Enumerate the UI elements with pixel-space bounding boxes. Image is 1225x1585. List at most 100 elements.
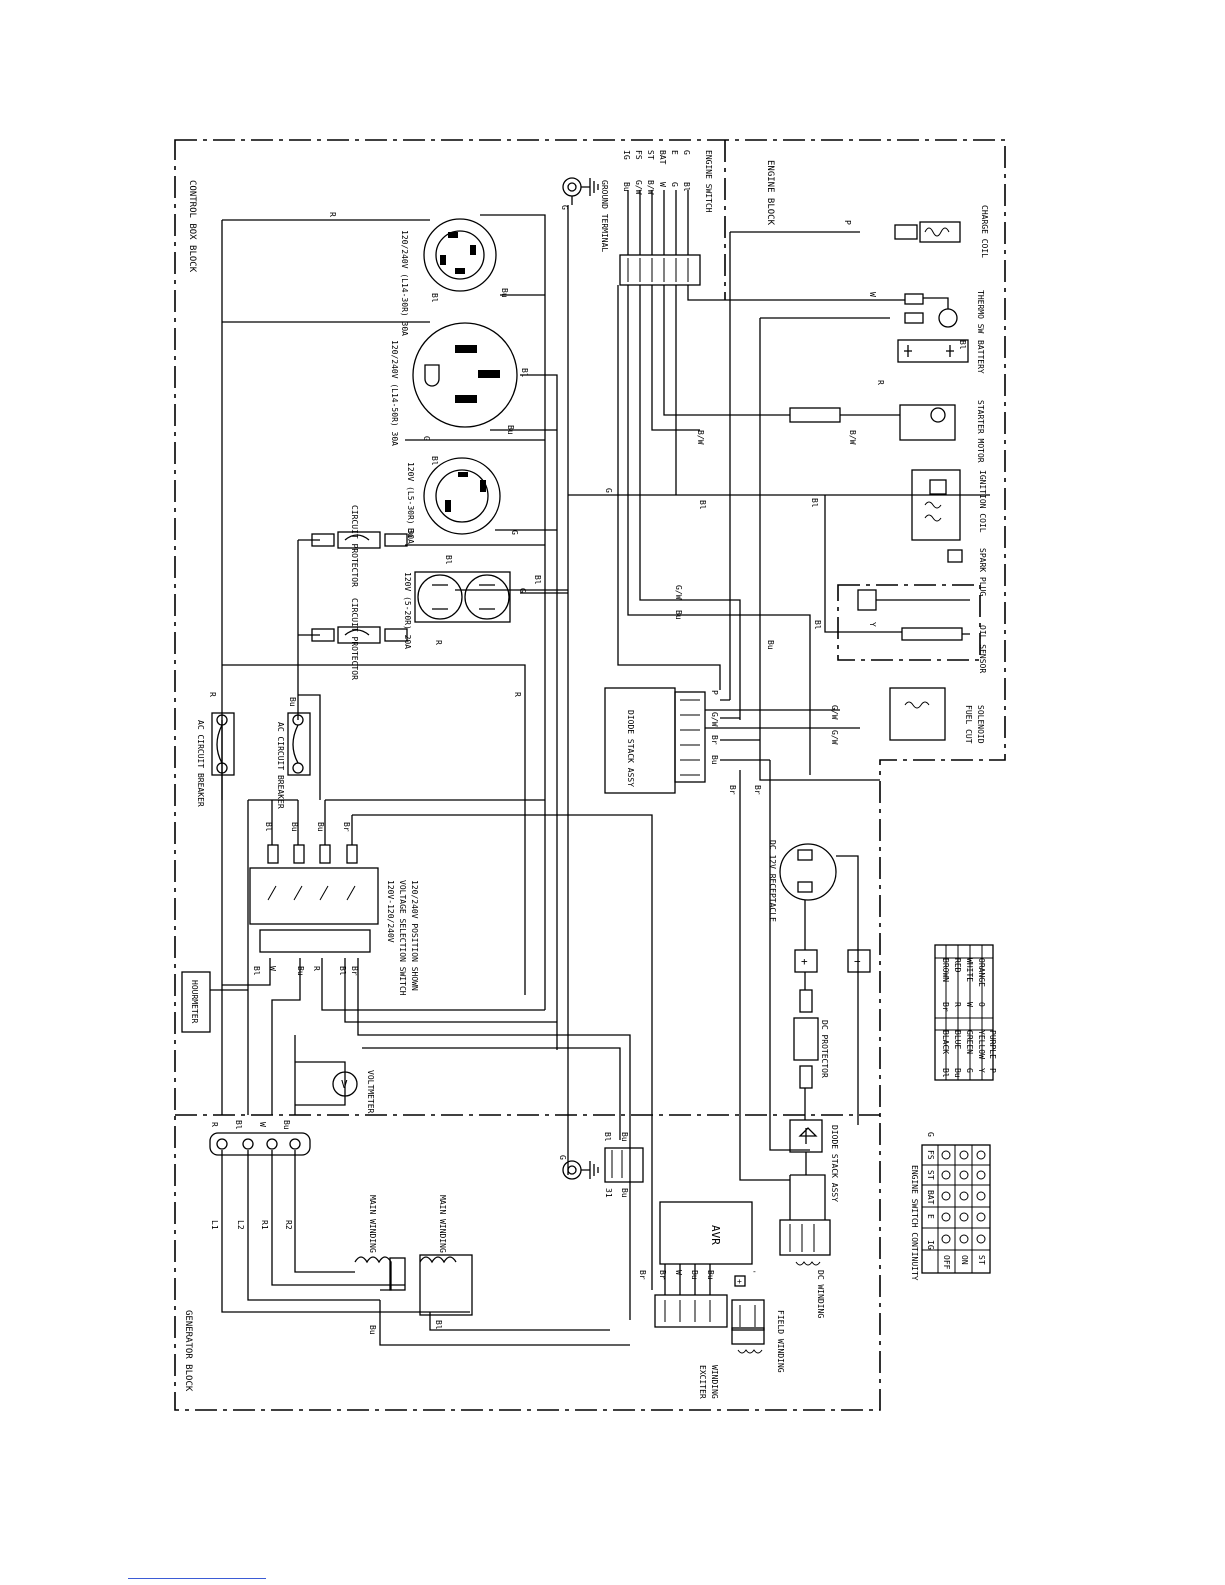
tag-r-mid: R (513, 692, 522, 697)
fuel-cut-label-1: FUEL CUT (964, 705, 973, 744)
charge-coil (894, 221, 961, 243)
tag-y-oil: Y (868, 622, 877, 627)
spark-plug-label: SPARK PLUG (978, 548, 987, 596)
tag-engine-bl: Bl (682, 182, 691, 192)
ground-top-g: G (560, 205, 569, 210)
legend-r1-c1: BLUE (953, 1030, 962, 1049)
tag-gw-fuel: G/W (830, 705, 839, 720)
continuity-header-0: IG (926, 1240, 935, 1250)
voltage-switch-line1: 120V-120/240V (386, 880, 395, 943)
tag-bu-breaker: Bu (288, 697, 297, 707)
dc-plus-box (794, 949, 818, 973)
diode-stack-assy-2 (789, 1119, 826, 1220)
tag-gen-r: R (210, 1122, 219, 1127)
tag-avr-br2: Br (658, 1270, 667, 1280)
continuity-header-3: ST (926, 1170, 935, 1180)
exciter-connectors (654, 1264, 765, 1354)
fuel-cut-label-2: SOLENOID (976, 705, 985, 744)
dc-receptacle-label: DC 12V RECEPTACLE (768, 840, 777, 922)
voltage-switch-line2: VOLTAGE SELECTION SWITCH (398, 880, 407, 996)
tag-engine-bu: Bu (622, 182, 631, 192)
tag-sw-bu1: Bu (290, 822, 299, 832)
circuit-protector-2-label: CIRCUIT PROTECTOR (350, 598, 359, 680)
tag-gen-bl2: Bl (434, 1320, 443, 1330)
hourmeter-box (181, 971, 211, 1033)
tag-g-ground: G (604, 488, 613, 493)
legend-r2-c0: G (965, 1068, 974, 1073)
engine-pin-bat: BAT (658, 150, 667, 165)
tag-bl-oil: Bl (813, 620, 822, 630)
continuity-row-2: ST (977, 1255, 986, 1265)
receptacle-l14-30r-label: 120/240V (L14-30R) 30A (400, 230, 409, 336)
engine-block-label: ENGINE BLOCK (765, 160, 775, 226)
tag-bu-l14-50: Bu (506, 425, 515, 435)
tag-br-dc2: Br (753, 785, 762, 795)
tag-bl-l14: Bl (430, 293, 439, 303)
tag-gnd-bl: Bl (603, 1132, 612, 1142)
legend-r3-c3: ORANGE (977, 958, 986, 987)
main-winding-2 (419, 1254, 473, 1316)
dc-12v-receptacle (779, 843, 859, 1125)
dc-winding-label: DC WINDING (816, 1270, 825, 1318)
thermo-sw-label: THERMO SW (976, 290, 985, 334)
voltmeter-dial (332, 1071, 358, 1097)
diode-stack-assy-2-label: DIODE STACK ASSY (830, 1125, 839, 1202)
ac-breaker-1 (211, 712, 235, 776)
footer-link-underline (128, 1578, 266, 1579)
voltage-selection-switch (249, 844, 379, 953)
tag-sw-b-bl2: Bl (338, 966, 347, 976)
ground-symbol-top (562, 177, 599, 205)
tag-sw-b-w: W (268, 966, 277, 971)
tag-g-l5: G (510, 530, 519, 535)
gen-label-l2: L2 (236, 1220, 245, 1230)
tag-bl-l14-50: Bl (520, 368, 529, 378)
tag-gnd-bu: Bu (620, 1132, 629, 1142)
tag-gnd-bu2: Bu (620, 1188, 629, 1198)
tag-engine-g: G (670, 182, 679, 187)
tag-avr-bu2: Bu (706, 1270, 715, 1280)
legend-r3-c0: Y (977, 1068, 986, 1073)
circuit-protector-2 (311, 626, 408, 644)
tag-avr-neg: - (752, 1267, 757, 1276)
voltmeter-symbol: V (341, 1078, 348, 1091)
tag-sw-br: Br (342, 822, 351, 832)
diode-stack-assy-1-label: DIODE STACK ASSY (626, 710, 635, 787)
tag-gen-bl: Bl (234, 1120, 243, 1130)
color-legend (934, 944, 994, 1081)
legend-r1-c3: RED (953, 958, 962, 973)
dc-plus: + (801, 955, 808, 968)
control-box-block-label: CONTROL BOX BLOCK (187, 180, 197, 273)
tag-sw-b-r: R (312, 966, 321, 971)
tag-gen-w: W (258, 1122, 267, 1127)
avr-label: AVR (709, 1225, 722, 1245)
hourmeter-label: HOURMETER (190, 980, 199, 1024)
legend-r3-c1: YELLOW (977, 1030, 986, 1059)
tag-engine-bw: B/W (646, 180, 655, 195)
ignition-coil-label: IGNITION COIL (978, 470, 987, 533)
continuity-header-1: E (926, 1214, 935, 1219)
gen-label-r2: R2 (284, 1220, 293, 1230)
engine-pin-fs: FS (634, 150, 643, 160)
tag-r-batt: R (876, 380, 885, 385)
continuity-header-2: BAT (926, 1190, 935, 1205)
circuit-protector-1-label: CIRCUIT PROTECTOR (350, 505, 359, 587)
tag-diode-p: P (710, 690, 719, 695)
exciter-label-2: WINDING (710, 1365, 719, 1399)
tag-bl-batt: Bl (958, 340, 967, 350)
tag-bl-l5: Bl (430, 456, 439, 466)
tag-avr-br: Br (638, 1270, 647, 1280)
tag-bu-eng: Bu (674, 610, 683, 620)
gen-label-r1: R1 (260, 1220, 269, 1230)
tag-gen-bu2: Bu (368, 1325, 377, 1335)
tag-bl-520b: Bl (533, 575, 542, 585)
dc-minus-box (847, 949, 871, 973)
continuity-table (921, 1144, 991, 1274)
exciter-label-1: EXCITER (698, 1365, 707, 1399)
tag-g-520: G (518, 588, 527, 593)
tag-r-breaker: R (208, 692, 217, 697)
charge-coil-label: CHARGE COIL (980, 205, 989, 258)
receptacle-5-20r (414, 571, 511, 623)
ground-symbol-bottom (562, 1147, 644, 1183)
continuity-header-4: FS (926, 1150, 935, 1160)
tag-avr-bu: Bu (690, 1270, 699, 1280)
